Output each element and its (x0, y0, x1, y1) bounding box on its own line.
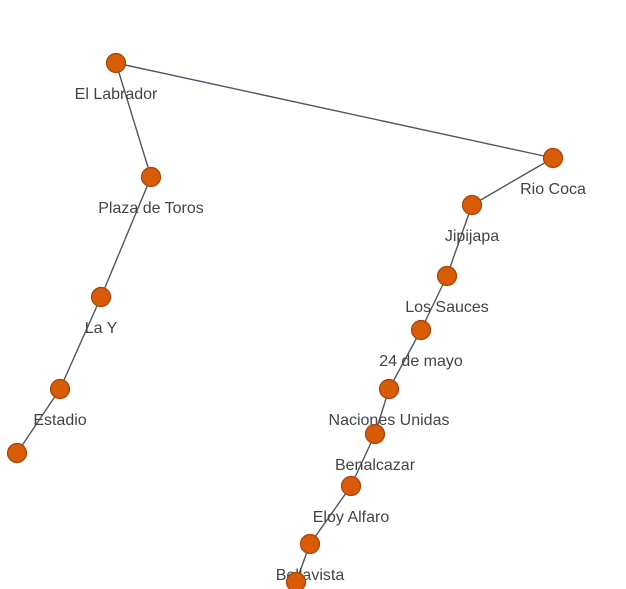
edge-estadio-to-offscreen-left[interactable] (16, 388, 61, 454)
edge-eloy-alfaro-to-bellavista[interactable] (309, 485, 352, 545)
node-circle[interactable] (299, 533, 321, 555)
node-la-y[interactable]: La Y (85, 286, 118, 338)
edge-el-labrador-to-plaza-de-toros[interactable] (115, 62, 152, 178)
node-eloy-alfaro[interactable]: Eloy Alfaro (313, 475, 390, 527)
node-label: Estadio (33, 412, 86, 429)
edge-24-de-mayo-to-naciones-unidas[interactable] (388, 329, 422, 390)
node-circle[interactable] (285, 571, 307, 589)
node-label: Eloy Alfaro (313, 509, 390, 526)
edge-jipijapa-to-los-sauces[interactable] (446, 204, 473, 277)
node-plaza-de-toros[interactable]: Plaza de Toros (98, 166, 204, 218)
node-circle[interactable] (378, 378, 400, 400)
node-label: Los Sauces (405, 299, 489, 316)
node-bellavista[interactable]: Bellavista (276, 533, 345, 585)
node-circle[interactable] (542, 147, 564, 169)
node-label: La Y (85, 320, 118, 337)
node-offscreen-left[interactable] (6, 442, 28, 464)
node-label: Naciones Unidas (329, 412, 450, 429)
node-label: El Labrador (75, 86, 158, 103)
node-circle[interactable] (90, 286, 112, 308)
node-offscreen-bottom[interactable] (285, 571, 307, 589)
node-circle[interactable] (49, 378, 71, 400)
node-circle[interactable] (140, 166, 162, 188)
node-circle[interactable] (364, 423, 386, 445)
node-label: Rio Coca (520, 181, 586, 198)
node-circle[interactable] (436, 265, 458, 287)
node-benalcazar[interactable]: Benalcazar (335, 423, 416, 475)
node-label: Plaza de Toros (98, 200, 204, 217)
node-circle[interactable] (6, 442, 28, 464)
node-label: 24 de mayo (379, 353, 463, 370)
node-circle[interactable] (340, 475, 362, 497)
edge-la-y-to-estadio[interactable] (59, 296, 102, 390)
node-naciones-unidas[interactable]: Naciones Unidas (329, 378, 450, 430)
node-label: Jipijapa (445, 228, 499, 245)
node-rio-coca[interactable]: Rio Coca (520, 147, 586, 199)
node-circle[interactable] (461, 194, 483, 216)
edge-rio-coca-to-jipijapa[interactable] (471, 157, 554, 206)
node-jipijapa[interactable]: Jipijapa (445, 194, 499, 246)
edge-el-labrador-to-rio-coca[interactable] (115, 62, 554, 159)
node-circle[interactable] (105, 52, 127, 74)
node-los-sauces[interactable]: Los Sauces (405, 265, 489, 317)
node-circle[interactable] (410, 319, 432, 341)
node-estadio[interactable]: Estadio (33, 378, 87, 430)
edge-plaza-de-toros-to-la-y[interactable] (100, 176, 152, 298)
node-label: Benalcazar (335, 457, 416, 474)
node-24-de-mayo[interactable]: 24 de mayo (379, 319, 463, 371)
node-el-labrador[interactable]: El Labrador (75, 52, 158, 104)
